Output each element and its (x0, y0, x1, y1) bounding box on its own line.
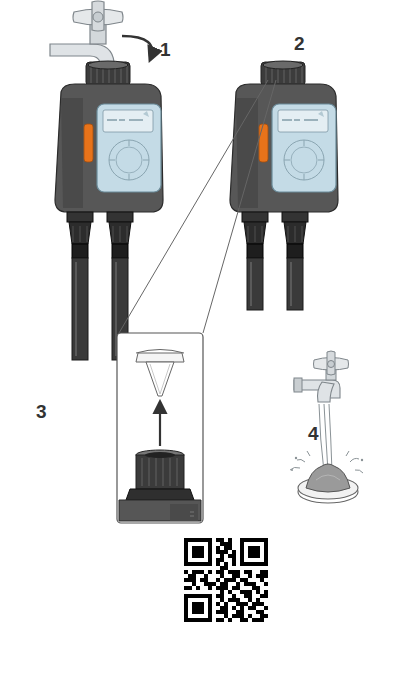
callout-number: 4 (308, 424, 319, 443)
qr-code (180, 534, 272, 626)
callout-number: 3 (36, 402, 47, 421)
detail-inset (117, 333, 203, 523)
water-timer (230, 61, 338, 310)
water-stream (290, 404, 363, 473)
callout-number: 2 (294, 34, 305, 53)
callout-number: 1 (160, 40, 171, 59)
water-timer (55, 61, 163, 360)
rinse-faucet (294, 351, 349, 402)
turn-arrow (122, 36, 152, 60)
filter (298, 464, 358, 503)
leader-line (119, 80, 276, 333)
